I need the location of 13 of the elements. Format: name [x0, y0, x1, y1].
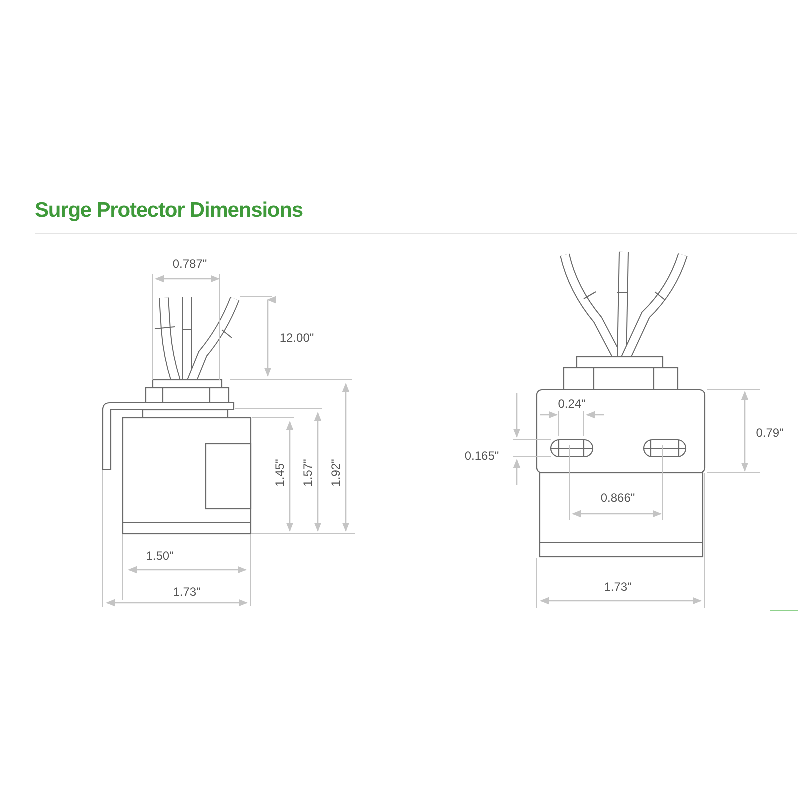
dimension-label: 1.45": [274, 459, 286, 487]
dimension-label: 1.50": [146, 550, 174, 562]
dimension-label: 1.73": [173, 586, 201, 598]
diagram-title: Surge Protector Dimensions: [35, 199, 303, 223]
dimension-label: 1.73": [604, 581, 632, 593]
dimension-label: 0.79": [756, 427, 784, 439]
dimension-label: 0.165": [464, 450, 500, 462]
dimension-label: 0.787": [172, 258, 208, 270]
dimension-label: 1.57": [302, 459, 314, 487]
dimension-label: 0.866": [600, 492, 636, 504]
dimension-label: 12.00": [280, 332, 314, 344]
dimension-label: 0.24": [558, 398, 586, 410]
dimension-label: 1.92": [330, 459, 342, 487]
